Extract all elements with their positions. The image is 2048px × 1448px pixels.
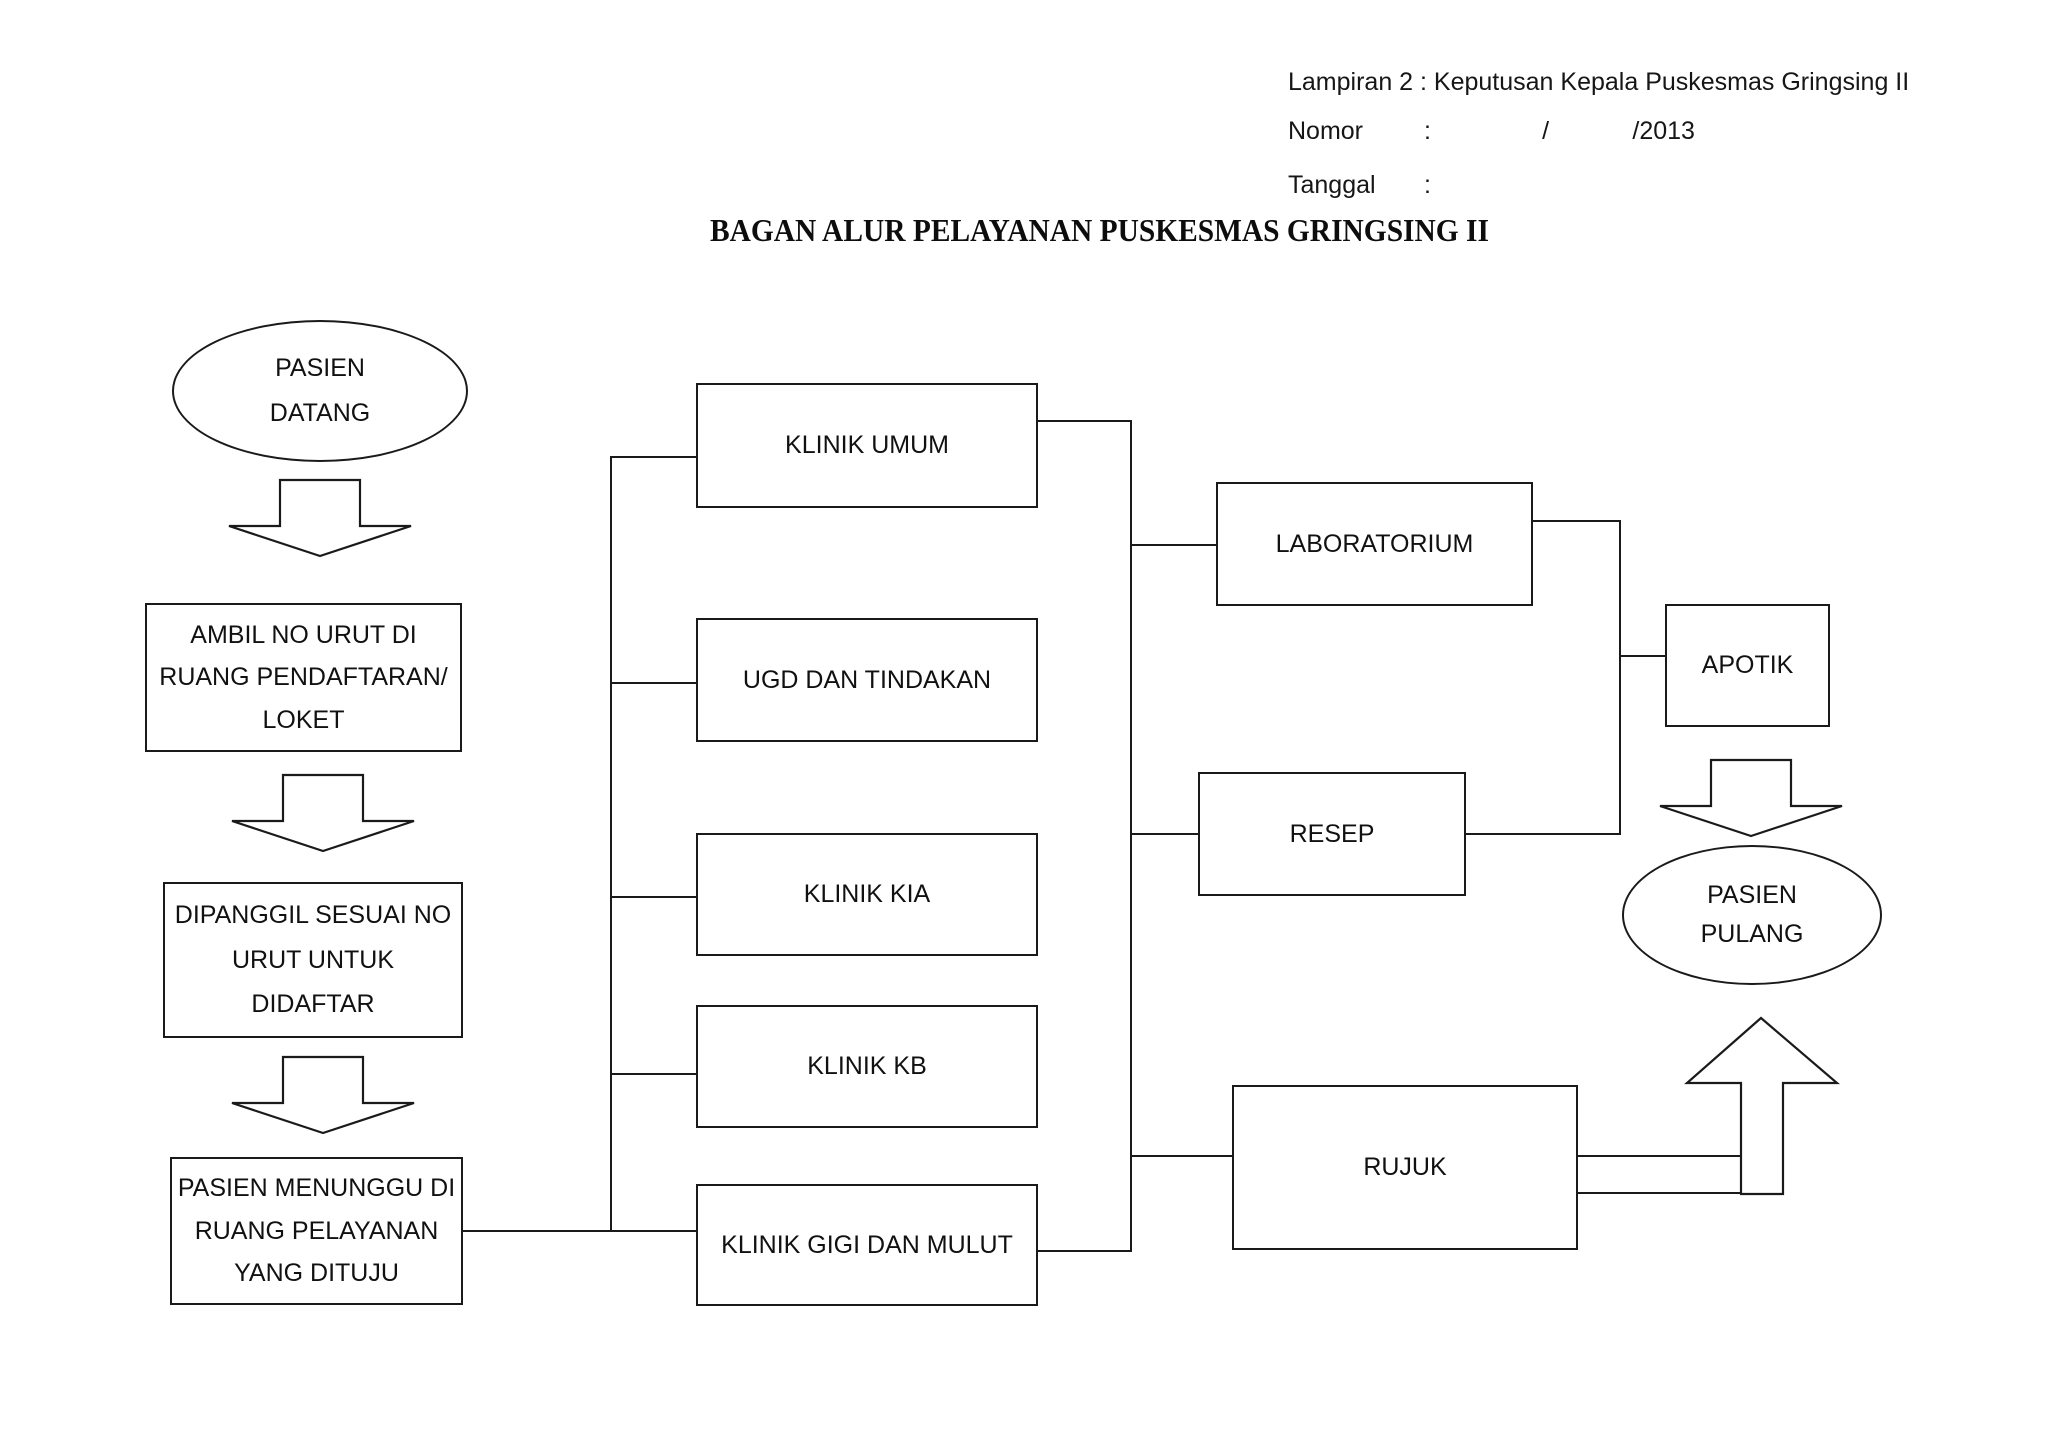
connector-rujuk-top-to-arrow	[1576, 1155, 1748, 1158]
header-nomor-label: Nomor	[1288, 117, 1364, 145]
arrow-down-to-pasien-menunggu	[231, 1055, 415, 1135]
connector-bus-to-klinik-kia	[610, 896, 698, 899]
connector-bus-to-ugd	[610, 682, 698, 685]
connector-apotik-bus-to-apotik	[1619, 655, 1667, 658]
node-klinik-kb: KLINIK KB	[696, 1005, 1038, 1128]
node-klinik-umum-label: KLINIK UMUM	[785, 431, 949, 459]
connector-bus-to-klinik-kb	[610, 1073, 698, 1076]
node-ambil-no-urut-line2: RUANG PENDAFTARAN/	[159, 663, 448, 691]
node-ambil-no-urut-line3: LOKET	[262, 705, 345, 734]
node-rujuk-label: RUJUK	[1363, 1153, 1447, 1181]
connector-clinic-bus	[610, 456, 613, 1232]
header-nomor-value: : / /2013	[1424, 117, 1695, 145]
connector-bus-to-klinik-umum	[610, 456, 698, 459]
connector-bus2-to-rujuk	[1130, 1155, 1234, 1158]
connector-bus2-to-laboratorium	[1130, 544, 1218, 547]
node-ugd-tindakan: UGD DAN TINDAKAN	[696, 618, 1038, 742]
node-resep: RESEP	[1198, 772, 1466, 896]
node-pasien-menunggu-line1: PASIEN MENUNGGU DI	[177, 1174, 456, 1203]
connector-klinik-umum-to-bus2	[1036, 420, 1132, 423]
node-klinik-gigi: KLINIK GIGI DAN MULUT	[696, 1184, 1038, 1306]
connector-bus-to-klinik-gigi	[610, 1230, 698, 1233]
connector-klinik-gigi-to-bus2	[1036, 1250, 1132, 1253]
node-pasien-datang-line2: DATANG	[269, 399, 371, 427]
node-pasien-pulang-line1: PASIEN	[1707, 881, 1797, 909]
node-rujuk: RUJUK	[1232, 1085, 1578, 1250]
connector-bus2-to-resep	[1130, 833, 1200, 836]
node-pasien-datang: PASIEN DATANG	[172, 320, 468, 462]
header-tanggal-label: Tanggal	[1288, 171, 1376, 199]
connector-rujuk-bottom-to-arrow	[1576, 1192, 1783, 1195]
arrow-down-to-dipanggil	[231, 773, 415, 853]
node-pasien-pulang-line2: PULANG	[1700, 920, 1804, 948]
node-laboratorium-label: LABORATORIUM	[1275, 529, 1474, 558]
node-apotik: APOTIK	[1665, 604, 1830, 727]
node-pasien-pulang: PASIEN PULANG	[1622, 845, 1882, 985]
header-tanggal-value: :	[1424, 171, 1431, 199]
connector-apotik-bus	[1619, 520, 1622, 835]
arrow-down-to-ambil-no-urut	[228, 478, 412, 558]
node-dipanggil-line2: URUT UNTUK	[231, 945, 395, 974]
node-ambil-no-urut: AMBIL NO URUT DI RUANG PENDAFTARAN/ LOKE…	[145, 603, 462, 752]
node-resep-label: RESEP	[1289, 819, 1375, 848]
arrow-up-to-pasien-pulang	[1684, 1016, 1840, 1196]
node-pasien-menunggu: PASIEN MENUNGGU DI RUANG PELAYANAN YANG …	[170, 1157, 463, 1305]
connector-service-bus	[1130, 420, 1133, 1252]
node-apotik-label: APOTIK	[1701, 651, 1794, 679]
node-pasien-menunggu-line2: RUANG PELAYANAN	[194, 1216, 439, 1245]
node-dipanggil: DIPANGGIL SESUAI NO URUT UNTUK DIDAFTAR	[163, 882, 463, 1038]
header-lampiran: Lampiran 2 : Keputusan Kepala Puskesmas …	[1288, 68, 1910, 96]
node-klinik-gigi-label: KLINIK GIGI DAN MULUT	[721, 1230, 1013, 1259]
node-klinik-kia-label: KLINIK KIA	[803, 880, 931, 908]
node-ugd-tindakan-label: UGD DAN TINDAKAN	[742, 665, 992, 694]
node-laboratorium: LABORATORIUM	[1216, 482, 1533, 606]
page-title: BAGAN ALUR PELAYANAN PUSKESMAS GRINGSING…	[710, 212, 1489, 248]
node-pasien-menunggu-line3: YANG DITUJU	[234, 1258, 399, 1287]
node-klinik-umum: KLINIK UMUM	[696, 383, 1038, 508]
connector-laboratorium-to-apotik-bus	[1531, 520, 1621, 523]
node-ambil-no-urut-line1: AMBIL NO URUT DI	[190, 620, 417, 649]
arrow-down-to-pasien-pulang	[1659, 758, 1843, 838]
node-dipanggil-line3: DIDAFTAR	[251, 989, 375, 1018]
connector-resep-to-apotik-bus	[1464, 833, 1621, 836]
node-dipanggil-line1: DIPANGGIL SESUAI NO	[174, 901, 452, 930]
connector-menunggu-to-bus	[462, 1230, 612, 1233]
node-klinik-kia: KLINIK KIA	[696, 833, 1038, 956]
node-klinik-kb-label: KLINIK KB	[807, 1052, 927, 1080]
node-pasien-datang-line1: PASIEN	[275, 354, 365, 382]
